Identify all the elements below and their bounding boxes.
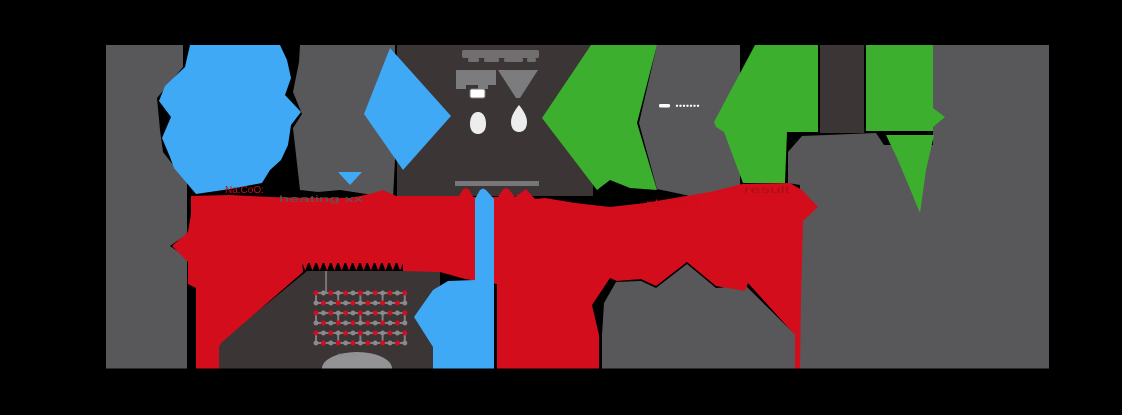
svg-text:sample: sample [338, 353, 358, 359]
svg-text:heating xx: heating xx [279, 194, 363, 205]
svg-text:Na:CoO:: Na:CoO: [225, 185, 264, 196]
svg-text:result: result [744, 185, 790, 196]
svg-text:phase x: phase x [646, 199, 701, 210]
